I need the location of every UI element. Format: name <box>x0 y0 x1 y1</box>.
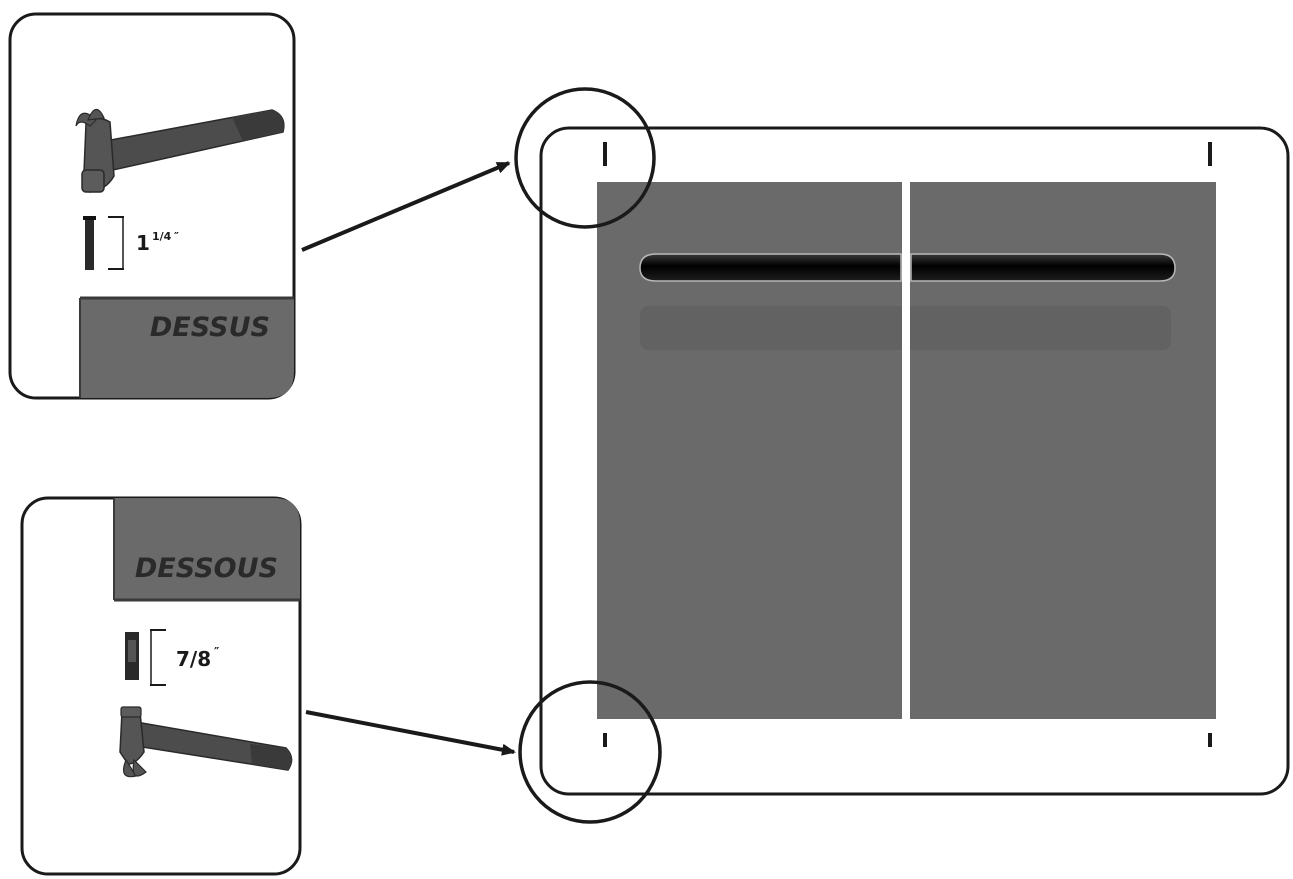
nail-short-icon <box>125 629 166 686</box>
nail-marker-top-right <box>1208 142 1212 166</box>
top-panel-label: DESSUS <box>150 312 270 343</box>
nail-marker-top-left <box>603 142 607 166</box>
callout-circle-bottom <box>518 680 662 824</box>
hammer-flipped-icon <box>119 706 293 778</box>
arrow-top <box>301 161 511 252</box>
door-gap <box>902 178 910 723</box>
handle-bar-right <box>910 253 1176 282</box>
bottom-panel-block <box>114 498 300 600</box>
top-panel-block <box>80 298 294 398</box>
nail-marker-bottom-right <box>1208 733 1212 747</box>
nail-long-icon <box>83 216 124 270</box>
nail-length-short-unit: ″ <box>214 645 220 659</box>
nail-length-unit: ″ <box>174 230 179 243</box>
arrow-bottom <box>305 710 516 756</box>
main-assembly <box>514 87 1290 824</box>
nail-length-whole: 1 <box>136 231 150 255</box>
top-inset: 1 1/4 ″ DESSUS <box>8 12 296 400</box>
hammer-icon <box>75 108 285 193</box>
bottom-inset: DESSOUS 7/8 ″ <box>20 496 302 876</box>
nail-length-fraction: 1/4 <box>152 230 172 243</box>
nail-length-short: 7/8 <box>176 647 211 671</box>
bottom-panel-label: DESSOUS <box>135 553 278 584</box>
callout-circle-top <box>514 87 656 229</box>
handle-bar-left <box>639 253 902 282</box>
nail-marker-bottom-left <box>603 733 607 747</box>
